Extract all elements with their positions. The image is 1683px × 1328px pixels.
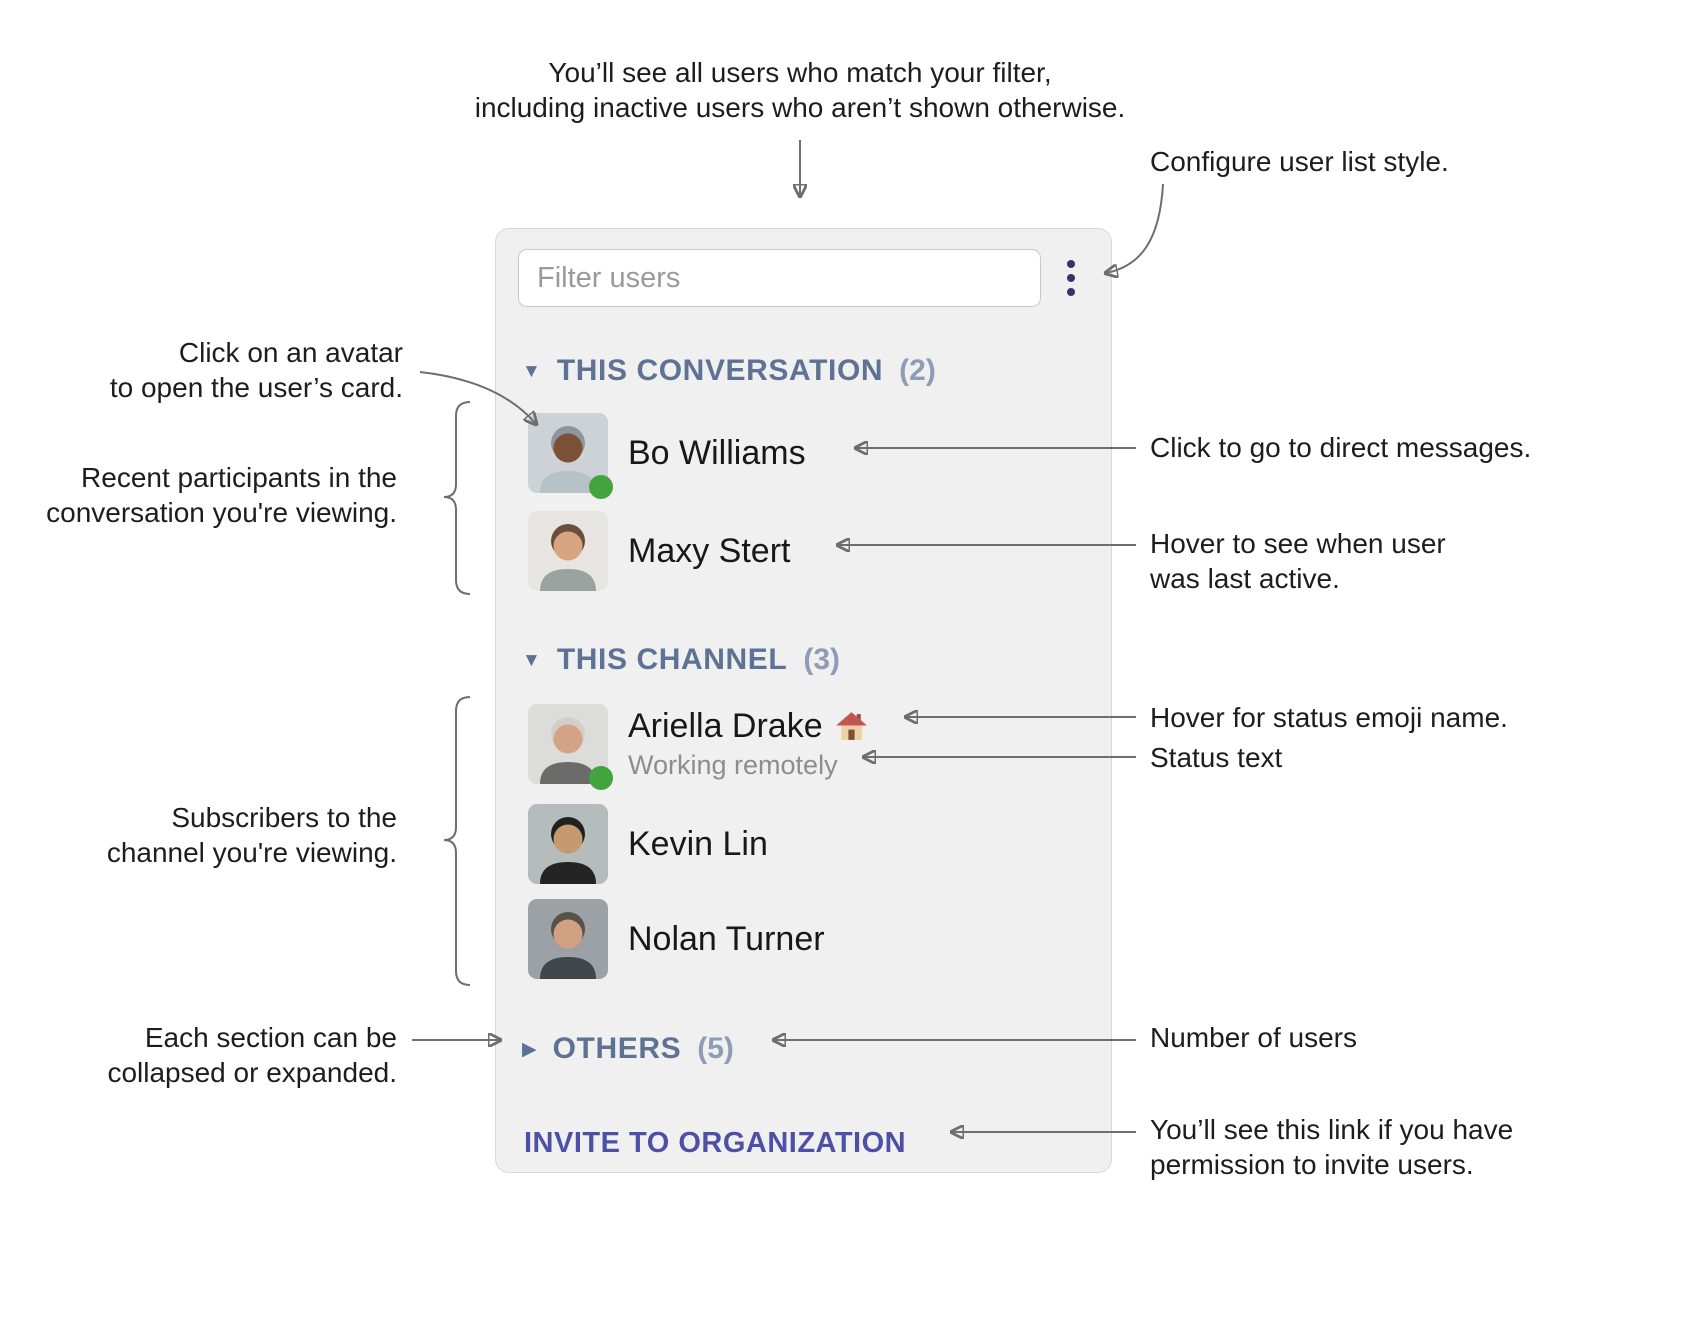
section-label: OTHERS bbox=[552, 1032, 682, 1065]
vertical-ellipsis-icon bbox=[1067, 274, 1075, 282]
annotation-status-text: Status text bbox=[1150, 742, 1283, 773]
avatar-photo bbox=[528, 899, 608, 979]
user-row-kevin-lin[interactable]: Kevin Lin bbox=[528, 804, 1089, 884]
annotation-user-count: Number of users bbox=[1150, 1022, 1357, 1053]
avatar-photo bbox=[528, 804, 608, 884]
filter-row bbox=[518, 249, 1089, 307]
section-header-this-channel[interactable]: ▼ THIS CHANNEL (3) bbox=[522, 642, 1089, 682]
avatar-photo bbox=[528, 511, 608, 591]
user-row-nolan-turner[interactable]: Nolan Turner bbox=[528, 899, 1089, 979]
collapse-triangle-icon: ▼ bbox=[522, 361, 541, 382]
user-name[interactable]: Ariella Drake bbox=[628, 707, 823, 745]
vertical-ellipsis-icon bbox=[1067, 288, 1075, 296]
filter-users-input[interactable] bbox=[518, 249, 1041, 307]
user-text-block: Ariella Drake Working remotely bbox=[628, 707, 868, 781]
vertical-ellipsis-icon bbox=[1067, 260, 1075, 268]
annotation-avatar-click: Click on an avatar to open the user’s ca… bbox=[109, 337, 403, 403]
avatar-photo bbox=[528, 804, 608, 884]
user-row-ariella-drake[interactable]: Ariella Drake Working remotely bbox=[528, 704, 1089, 790]
section-count: (2) bbox=[899, 354, 936, 387]
annotation-configure: Configure user list style. bbox=[1150, 146, 1449, 177]
user-name[interactable]: Bo Williams bbox=[628, 433, 806, 472]
brace-conversation-users bbox=[443, 401, 471, 595]
annotation-subscribers: Subscribers to the channel you're viewin… bbox=[106, 802, 397, 868]
user-name[interactable]: Nolan Turner bbox=[628, 919, 825, 958]
annotation-filter-note: You’ll see all users who match your filt… bbox=[474, 57, 1126, 123]
annotation-last-active: Hover to see when user was last active. bbox=[1150, 528, 1446, 594]
configure-user-list-button[interactable] bbox=[1053, 249, 1089, 307]
invite-to-organization-link[interactable]: INVITE TO ORGANIZATION bbox=[524, 1127, 907, 1159]
presence-online-icon bbox=[589, 766, 613, 790]
avatar-photo bbox=[528, 899, 608, 979]
section-header-others[interactable]: ▶ OTHERS (5) bbox=[522, 1031, 1089, 1071]
section-count: (5) bbox=[697, 1032, 734, 1065]
collapse-triangle-icon: ▼ bbox=[522, 650, 541, 671]
annotation-direct-messages: Click to go to direct messages. bbox=[1150, 432, 1532, 463]
avatar[interactable] bbox=[528, 804, 608, 884]
presence-online-icon bbox=[589, 475, 613, 499]
brace-channel-users bbox=[443, 696, 471, 986]
avatar[interactable] bbox=[528, 704, 613, 790]
avatar[interactable] bbox=[528, 511, 608, 591]
section-header-this-conversation[interactable]: ▼ THIS CONVERSATION (2) bbox=[522, 353, 1089, 393]
section-label: THIS CONVERSATION bbox=[556, 354, 884, 387]
section-label: THIS CHANNEL bbox=[556, 643, 788, 676]
user-name[interactable]: Maxy Stert bbox=[628, 531, 791, 570]
user-row-maxy-stert[interactable]: Maxy Stert bbox=[528, 511, 1089, 591]
avatar[interactable] bbox=[528, 413, 613, 499]
section-count: (3) bbox=[803, 643, 841, 676]
arrow-to-menu-icon bbox=[1106, 183, 1164, 273]
user-row-bo-williams[interactable]: Bo Williams bbox=[528, 413, 1089, 499]
expand-triangle-icon: ▶ bbox=[522, 1039, 537, 1060]
annotation-recent-participants: Recent participants in the conversation … bbox=[46, 462, 397, 528]
annotation-invite-permission: You’ll see this link if you have permiss… bbox=[1150, 1114, 1514, 1180]
avatar-photo bbox=[528, 511, 608, 591]
avatar[interactable] bbox=[528, 899, 608, 979]
annotation-collapse: Each section can be collapsed or expande… bbox=[107, 1022, 397, 1088]
user-list-panel: ▼ THIS CONVERSATION (2) Bo Williams bbox=[495, 228, 1112, 1173]
user-name[interactable]: Kevin Lin bbox=[628, 824, 768, 863]
annotation-status-emoji: Hover for status emoji name. bbox=[1150, 702, 1508, 733]
house-status-emoji-icon[interactable] bbox=[835, 710, 868, 743]
user-status-text: Working remotely bbox=[628, 750, 838, 780]
